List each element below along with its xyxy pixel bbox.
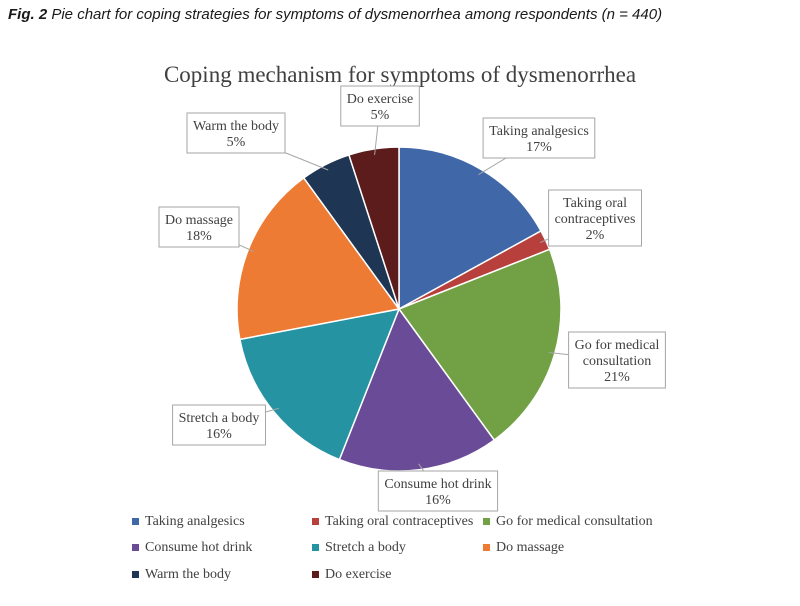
data-label-category: Stretch a body (179, 411, 260, 426)
legend-swatch (483, 544, 490, 551)
legend-label: Stretch a body (325, 540, 406, 555)
data-label-category: Consume hot drink (384, 477, 491, 492)
pie-slice-go-for-medical-consultation (397, 248, 562, 442)
pie-slice-consume-hot-drink (338, 307, 496, 472)
legend-swatch (312, 518, 319, 525)
pie-chart: Coping mechanism for symptoms of dysmeno… (132, 62, 666, 582)
callout-box (158, 206, 240, 248)
legend-item-taking-analgesics: Taking analgesics (132, 514, 245, 529)
legend-label: Taking oral contraceptives (325, 514, 473, 529)
legend-swatch (132, 518, 139, 525)
legend-label: Do exercise (325, 567, 391, 582)
data-label-percent: 16% (206, 427, 232, 442)
data-label-category: consultation (583, 354, 651, 369)
legend-swatch (312, 544, 319, 551)
callout-box (186, 112, 286, 154)
chart-legend: Taking analgesics Taking oral contracepti… (132, 514, 653, 582)
legend-label: Consume hot drink (145, 540, 252, 555)
legend-label: Go for medical consultation (496, 514, 653, 529)
legend-swatch (132, 571, 139, 578)
data-label-category: contraceptives (555, 212, 636, 227)
pie-slice-taking-analgesics (398, 146, 542, 311)
callout-box (377, 470, 499, 512)
figure-caption: Fig. 2 Pie chart for coping strategies f… (8, 6, 792, 23)
callout-box (172, 404, 267, 446)
data-label-category: Go for medical (575, 338, 660, 353)
callout-box (568, 331, 666, 389)
legend-item-consume-hot-drink: Consume hot drink (132, 540, 252, 555)
legend-label: Warm the body (145, 567, 231, 582)
legend-label: Do massage (496, 540, 564, 555)
data-label-percent: 18% (186, 229, 212, 244)
legend-swatch (132, 544, 139, 551)
legend-label: Taking analgesics (145, 514, 245, 529)
data-label-percent: 21% (604, 370, 630, 385)
data-label-category: Do massage (165, 213, 233, 228)
data-label-category: Warm the body (193, 119, 279, 134)
legend-swatch (483, 518, 490, 525)
legend-item-go-for-medical-consultation: Go for medical consultation (483, 514, 653, 529)
legend-item-warm-the-body: Warm the body (132, 567, 231, 582)
data-label-category: Taking oral (563, 196, 627, 211)
pie-slice-do-exercise (347, 146, 400, 310)
callout-box (340, 85, 420, 127)
chart-title: Coping mechanism for symptoms of dysmeno… (164, 62, 636, 87)
data-label-percent: 2% (586, 228, 605, 243)
chart-area: Coping mechanism for symptoms of dysmeno… (0, 30, 800, 606)
figure-caption-text: Pie chart for coping strategies for symp… (51, 6, 663, 23)
legend-item-stretch-a-body: Stretch a body (312, 540, 406, 555)
legend-item-taking-oral-contraceptives: Taking oral contraceptives (312, 514, 473, 529)
pie-slice-stretch-a-body (238, 308, 401, 461)
data-label-percent: 5% (371, 108, 390, 123)
data-label-percent: 17% (526, 140, 552, 155)
callout-box (548, 189, 642, 247)
legend-item-do-exercise: Do exercise (312, 567, 391, 582)
pie-slices (236, 146, 562, 472)
callout-box (482, 117, 596, 159)
data-label-category: Do exercise (347, 92, 413, 107)
figure-number: Fig. 2 (8, 6, 48, 23)
data-label-percent: 5% (227, 135, 246, 150)
data-label-percent: 16% (425, 493, 451, 508)
legend-swatch (312, 571, 319, 578)
legend-item-do-massage: Do massage (483, 540, 564, 555)
data-label-category: Taking analgesics (489, 124, 589, 139)
